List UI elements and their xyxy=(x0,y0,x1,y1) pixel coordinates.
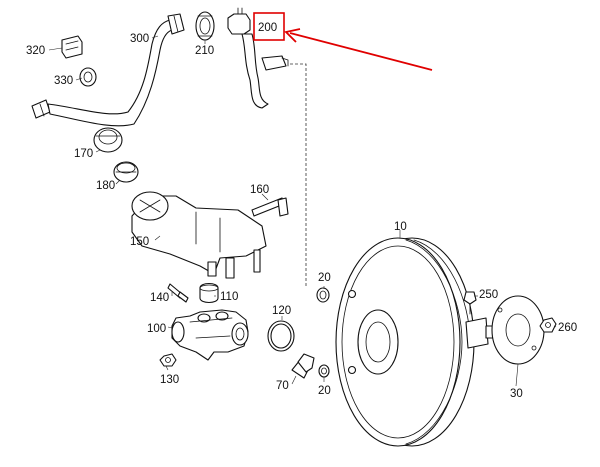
callout-70: 70 xyxy=(276,380,289,392)
part-250-stud xyxy=(463,291,477,315)
part-100-master-cylinder xyxy=(171,309,249,361)
part-20-grommet-upper xyxy=(316,287,330,303)
callout-20-lower: 20 xyxy=(318,385,331,397)
part-300-hose xyxy=(31,13,185,127)
part-130-nut xyxy=(159,353,177,367)
callout-120: 120 xyxy=(272,305,291,317)
callout-150: 150 xyxy=(130,236,149,248)
part-320-clip xyxy=(61,35,83,59)
part-110-seal xyxy=(199,282,219,304)
callout-330: 330 xyxy=(54,75,73,87)
part-20-grommet-lower xyxy=(318,364,330,378)
callout-180: 180 xyxy=(96,180,115,192)
part-330-grommet xyxy=(79,67,97,87)
part-160-pin xyxy=(251,197,289,217)
part-10-brake-booster xyxy=(335,237,499,447)
callout-20-upper: 20 xyxy=(318,272,331,284)
callout-200: 200 xyxy=(258,22,277,34)
part-140-sensor xyxy=(167,283,189,303)
highlight-box-200 xyxy=(253,12,285,41)
leader-lines xyxy=(48,35,557,387)
callout-170: 170 xyxy=(74,148,93,160)
callout-320: 320 xyxy=(26,45,45,57)
part-30-gasket xyxy=(491,295,545,365)
part-150-reservoir xyxy=(131,191,267,279)
callout-250: 250 xyxy=(479,289,498,301)
routing-dashed-line xyxy=(290,63,307,288)
callout-160: 160 xyxy=(250,184,269,196)
callout-260: 260 xyxy=(558,322,577,334)
callout-10: 10 xyxy=(394,221,407,233)
part-200-check-valve-hose xyxy=(227,7,289,109)
callout-300: 300 xyxy=(130,33,149,45)
part-120-o-ring xyxy=(267,320,295,352)
callout-30: 30 xyxy=(510,388,523,400)
callout-110: 110 xyxy=(220,291,238,303)
callout-labels: 320 330 300 210 200 170 180 160 150 140 … xyxy=(26,22,577,400)
callout-130: 130 xyxy=(160,374,179,386)
callout-140: 140 xyxy=(150,292,169,304)
part-170-reservoir-cap xyxy=(93,127,123,153)
highlight-arrow xyxy=(284,28,433,71)
part-210-cap xyxy=(195,11,215,41)
callout-210: 210 xyxy=(195,45,214,57)
part-70-sensor xyxy=(291,353,315,379)
part-180-strainer xyxy=(113,161,139,183)
callout-100: 100 xyxy=(147,323,166,335)
part-260-nut xyxy=(539,317,557,333)
